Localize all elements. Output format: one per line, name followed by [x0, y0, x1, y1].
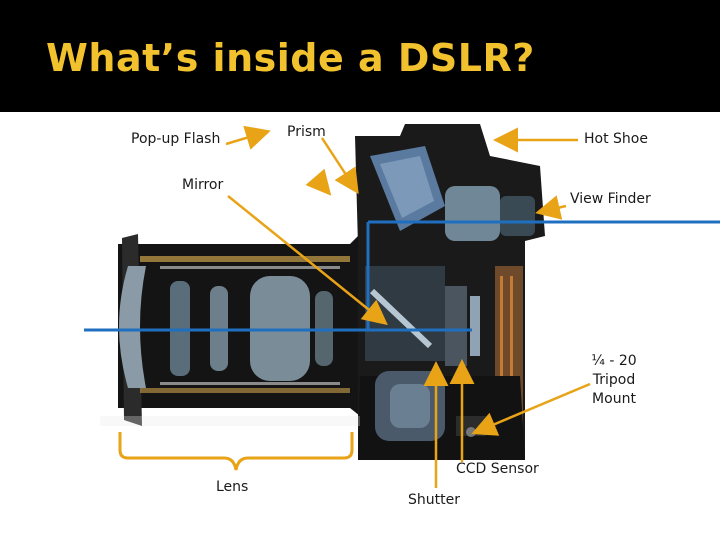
label-tripod-line2: Tripod: [592, 372, 636, 388]
label-tripod-mount: ¼ - 20 Tripod Mount: [584, 352, 644, 409]
label-hot-shoe: Hot Shoe: [584, 131, 648, 147]
tripod-mount-arrow: [471, 382, 591, 436]
prism-arrow: [320, 137, 359, 195]
popup-flash-arrow: [225, 125, 271, 150]
label-lens: Lens: [216, 479, 249, 495]
label-shutter: Shutter: [408, 492, 460, 508]
slide-title: What’s inside a DSLR?: [46, 36, 535, 80]
label-ccd-sensor: CCD Sensor: [456, 461, 539, 477]
label-tripod-line3: Mount: [592, 391, 636, 407]
label-prism: Prism: [287, 124, 326, 140]
label-popup-flash: Pop-up Flash: [131, 131, 221, 147]
view-finder-arrow: [535, 195, 567, 220]
label-mirror: Mirror: [182, 177, 224, 193]
lens-bracket: [118, 432, 354, 471]
prism-small-arrow: [305, 168, 332, 196]
label-tripod-line1: ¼ - 20: [591, 353, 637, 369]
label-view-finder: View Finder: [570, 191, 651, 207]
title-bar: [0, 0, 720, 112]
mirror-arrow: [227, 195, 388, 326]
